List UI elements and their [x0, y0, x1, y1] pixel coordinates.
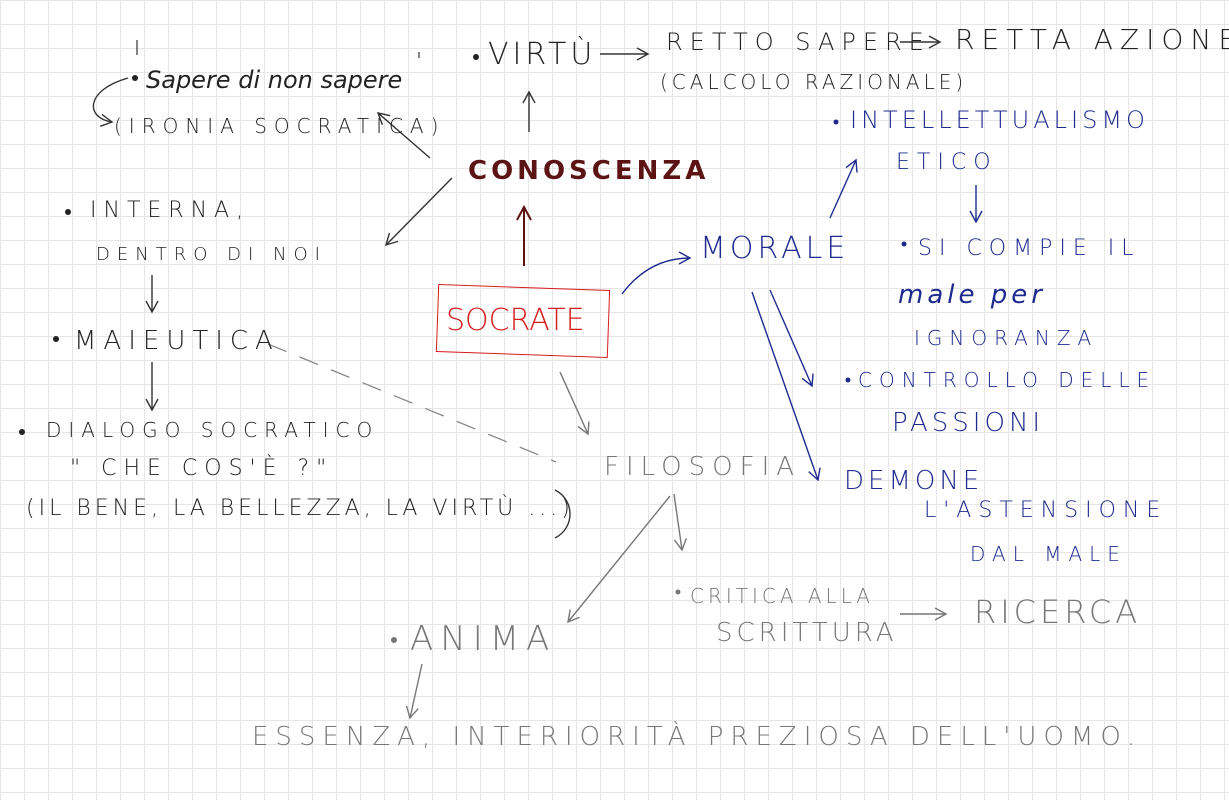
critica-alla-label: CRITICA ALLA	[690, 584, 874, 608]
bullet-intellettualismo	[833, 119, 839, 125]
interna-label: INTERNA,	[90, 198, 251, 223]
ironia-socratica-label: (IRONIA SOCRATICA)	[114, 114, 446, 138]
il-bene-label: (IL BENE, LA BELLEZZA, LA VIRTÙ ...)	[26, 496, 574, 521]
retto-sapere-label: RETTO SAPERE	[666, 28, 931, 56]
bullet-virtu	[473, 54, 479, 60]
dialogo-socratico-label: DIALOGO SOCRATICO	[46, 418, 380, 442]
arrow-conoscenza-interna	[384, 177, 453, 247]
socrate-label: SOCRATE	[446, 303, 585, 338]
ricerca-label: RICERCA	[974, 593, 1142, 631]
dal-male-label: DAL MALE	[970, 542, 1127, 566]
arrow-anima-essenza	[405, 663, 423, 720]
morale-label: MORALE	[700, 231, 850, 266]
controllo-delle-label: CONTROLLO DELLE	[858, 368, 1157, 392]
arrow-socrate-filosofia	[559, 371, 590, 436]
arrow-filosofia-critica	[673, 493, 688, 552]
astensione-label: L'ASTENSIONE	[924, 498, 1168, 523]
arrow-socrate-morale	[621, 251, 692, 295]
etico-label: ETICO	[896, 150, 998, 175]
bullet-sapere	[132, 75, 138, 81]
arrow-morale-demone	[751, 291, 821, 482]
intellettualismo-label: INTELLETTUALISMO	[850, 106, 1149, 134]
bullet-interna	[65, 209, 71, 215]
arrow-conoscenza-ironia	[376, 112, 431, 159]
arrow-sapere-ironia	[92, 77, 129, 127]
dialogo-closing-bracket	[554, 489, 571, 539]
arrow-morale-controllo	[769, 289, 814, 388]
arrow-morale-intellettualismo	[829, 158, 858, 219]
retta-azione-label: RETTA AZIONE	[955, 23, 1229, 56]
demone-label: DEMONE	[844, 466, 984, 496]
calcolo-razionale-label: (CALCOLO RAZIONALE)	[660, 70, 968, 94]
anima-label: ANIMA	[410, 619, 557, 659]
conoscenza-label: CONOSCENZA	[468, 156, 710, 186]
bullet-dialogo	[19, 429, 25, 435]
che-cose-label: " CHE COS'È ?"	[70, 456, 334, 481]
filosofia-label: FILOSOFIA	[604, 452, 802, 482]
bullet-maieutica	[53, 336, 59, 342]
maieutica-label: MAIEUTICA	[74, 326, 280, 356]
si-compie-il-label: SI COMPIE IL	[918, 236, 1141, 261]
sapere-di-non-sapere-label: Sapere di non sapere	[146, 66, 403, 94]
male-per-label: male per	[898, 280, 1046, 310]
bullet-critica	[675, 589, 681, 595]
bullet-controllo	[845, 377, 851, 383]
arrow-filosofia-anima	[567, 495, 671, 624]
essenza-label: ESSENZA, INTERIORITÀ PREZIOSA DELL'UOMO.	[252, 722, 1143, 752]
passioni-label: PASSIONI	[892, 408, 1045, 438]
dashed-maieutica-filosofia	[267, 343, 557, 463]
scrittura-label: SCRITTURA	[716, 618, 898, 648]
dentro-di-noi-label: DENTRO DI NOI	[96, 244, 327, 265]
bullet-anima	[391, 637, 397, 643]
ignoranza-label: IGNORANZA	[914, 326, 1099, 350]
virtu-label: VIRTÙ	[488, 37, 597, 72]
bullet-male	[901, 241, 907, 247]
